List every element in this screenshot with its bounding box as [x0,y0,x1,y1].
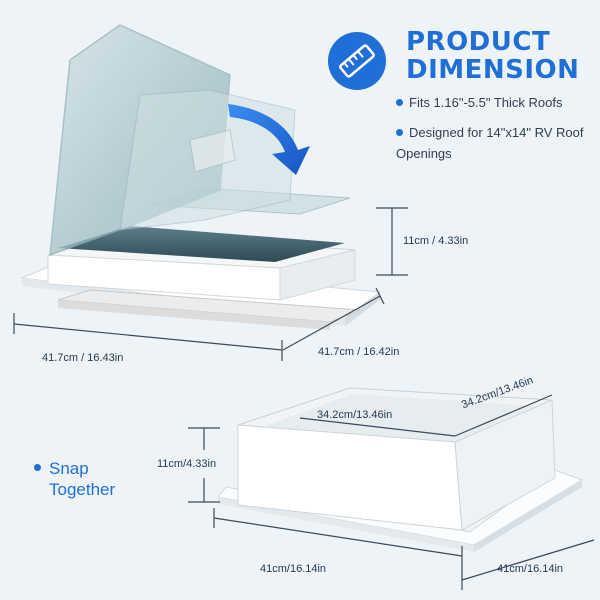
top-depth-line [282,287,385,351]
bullet-icon [396,99,403,107]
closing-arrow-icon [228,104,310,175]
top-width-label: 41.7cm / 16.43in [42,352,124,364]
feature-item-openings: Designed for 14"x14" RV Roof Openings [396,122,596,164]
top-width-line [13,313,283,361]
bottom-base-width-line [213,508,463,590]
bottom-base-depth-line [461,539,595,581]
trim-base-flange [217,469,584,552]
bottom-height-line [188,427,220,503]
bottom-top-width-line [299,417,456,437]
title-line-2: DIMENSION [406,55,580,85]
vent-glass [58,226,345,262]
bottom-top-width-label: 34.2cm/13.46in [317,409,393,421]
snap-line-1: Snap [49,459,89,478]
feature-item-roofs: Fits 1.16"-5.5" Thick Roofs [396,92,596,113]
bottom-base-width-label: 41cm/16.14in [260,563,327,575]
feature-text: Fits 1.16"-5.5" Thick Roofs [409,95,563,110]
title-line-1: PRODUCT [406,27,551,57]
bottom-height-label: 11cm/4.33in [157,458,217,470]
bullet-icon [34,464,41,472]
bottom-top-depth-line [454,394,553,437]
ruler-icon [328,32,386,90]
top-height-line [376,207,408,276]
bottom-base-depth-label: 41cm/16.14in [497,563,564,575]
top-height-label: 11cm / 4.33in [403,235,469,247]
snap-together-note: Snap Together [34,458,115,500]
vent-inner-frame [57,289,361,323]
top-depth-label: 41.7cm / 16.42in [318,346,400,358]
feature-text: Designed for 14"x14" RV Roof Openings [396,125,584,161]
snap-line-2: Together [49,480,116,499]
bullet-icon [396,129,403,137]
